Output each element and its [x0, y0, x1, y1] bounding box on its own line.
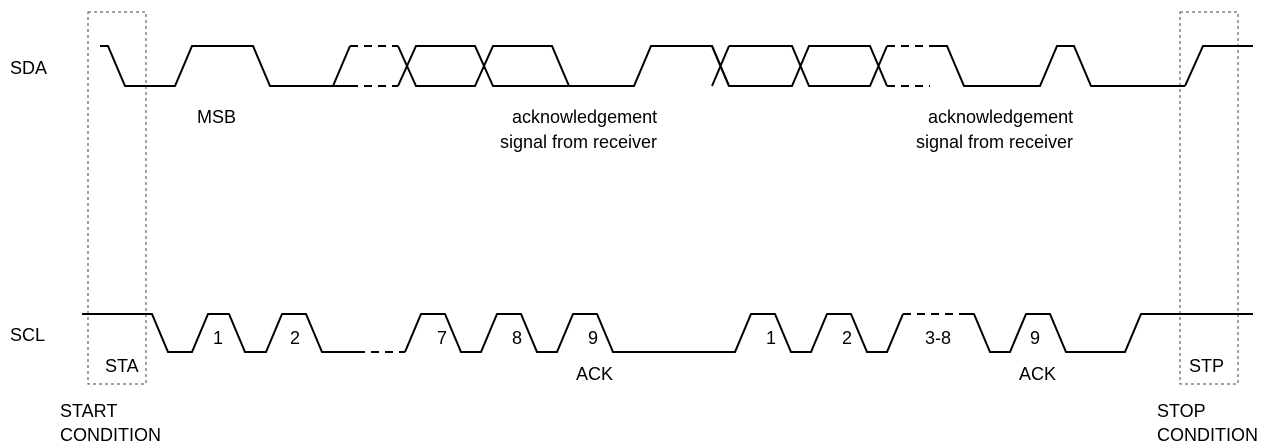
start-condition-line-1: START	[60, 401, 118, 421]
stop-condition-line-2: CONDITION	[1157, 425, 1258, 445]
sda-label: SDA	[10, 58, 48, 78]
scl-waveform	[82, 313, 1253, 353]
stp-label: STP	[1189, 356, 1225, 376]
ack-signal-1-line-1: acknowledgement	[512, 107, 658, 127]
ack-signal-1-line-2: signal from receiver	[500, 132, 658, 152]
ack-signal-2-line-1: acknowledgement	[928, 107, 1074, 127]
scl-pulse-9a: 9	[588, 328, 599, 348]
scl-pulse-2a: 2	[290, 328, 301, 348]
ack-2-label: ACK	[1019, 364, 1057, 384]
scl-pulse-9b: 9	[1030, 328, 1041, 348]
msb-label: MSB	[197, 107, 237, 127]
sta-label: STA	[105, 356, 139, 376]
scl-pulse-7: 7	[437, 328, 448, 348]
ack-signal-2-line-2: signal from receiver	[916, 132, 1074, 152]
start-condition-box	[87, 11, 147, 385]
ack-1-label: ACK	[576, 364, 614, 384]
scl-pulse-8: 8	[512, 328, 523, 348]
start-condition-line-2: CONDITION	[60, 425, 161, 445]
scl-label: SCL	[10, 325, 46, 345]
scl-pulse-2b: 2	[842, 328, 853, 348]
sda-waveform	[100, 45, 1253, 87]
scl-pulse-1a: 1	[213, 328, 224, 348]
scl-pulse-3-8: 3-8	[925, 328, 952, 348]
scl-pulse-1b: 1	[766, 328, 777, 348]
stop-condition-line-1: STOP	[1157, 401, 1206, 421]
stop-condition-box	[1179, 11, 1239, 385]
